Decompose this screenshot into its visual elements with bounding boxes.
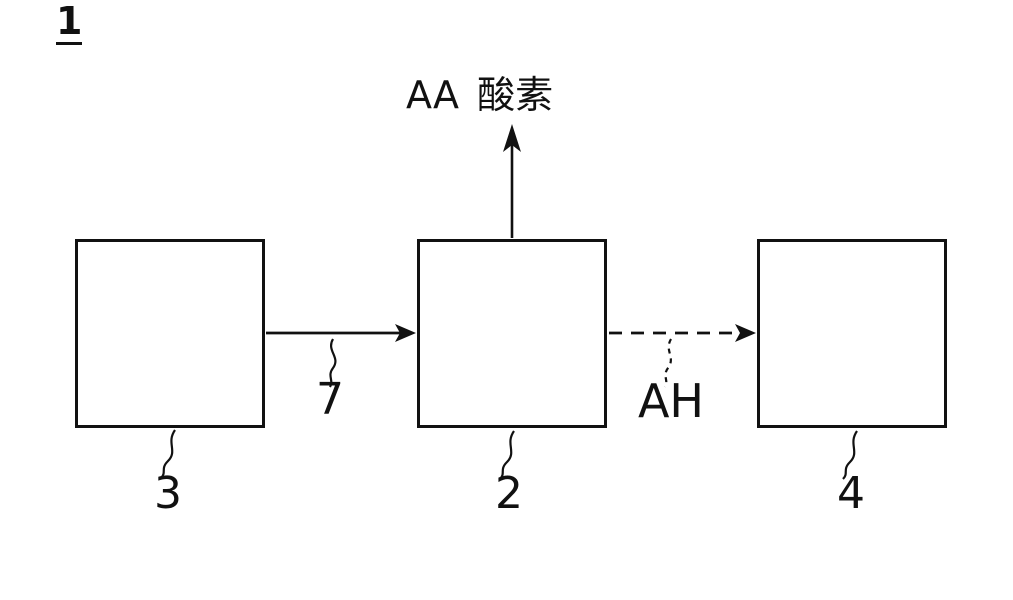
arrow-up-oxygen-icon [503,124,521,238]
oxygen-output-text: 酸素 [477,73,554,117]
figure-number: 1 [56,0,83,45]
left-process-box [75,239,265,428]
right-process-box [757,239,947,428]
arrow-3-to-2-icon [266,324,416,342]
box-2-ref-label: 2 [495,468,523,519]
center-process-box [417,239,607,428]
arrow-ah-ref-label: AH [637,374,705,428]
oxygen-output-ref: AA [406,73,460,117]
box-4-ref-label: 4 [837,468,865,519]
arrow-7-ref-label: 7 [316,374,344,425]
box-3-ref-label: 3 [154,468,182,519]
oxygen-output-label: AA 酸素 [406,76,553,114]
arrow-2-to-4-dashed-icon [609,324,756,342]
